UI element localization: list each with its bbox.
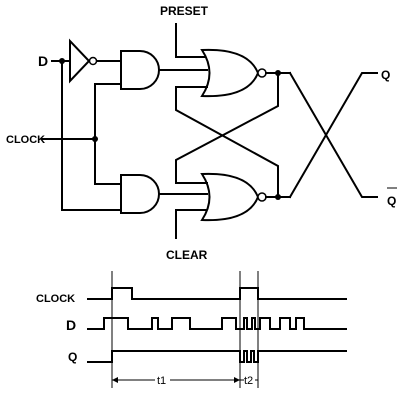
t1-arrowhead-right [234, 377, 240, 383]
wire-clock-to-and-top [94, 83, 122, 140]
timing-clock-label: CLOCK [36, 293, 75, 305]
circuit: PRESET CLEAR D CLOCK Q Q [6, 4, 397, 262]
clock-input-label: CLOCK [6, 134, 45, 146]
nor-bottom-bubble [257, 192, 267, 202]
nor-top-bubble [257, 68, 267, 78]
t1-label: t1 [157, 375, 166, 387]
timing-q-label: Q [68, 350, 77, 364]
q-output-label: Q [381, 68, 390, 82]
nor-gate-top [200, 48, 260, 98]
preset-label: PRESET [160, 4, 209, 18]
clear-label: CLEAR [166, 248, 208, 262]
wire-feedback-qbar-to-nor-top [175, 86, 279, 198]
t2-label: t2 [244, 375, 253, 387]
wire-q-bar-output [288, 72, 378, 199]
timing-d-label: D [66, 317, 76, 333]
d-input-label: D [38, 53, 48, 69]
and-gate-top [120, 50, 160, 90]
wire-clock-to-and-bottom [94, 138, 122, 185]
timing-diagram: CLOCK D Q t1 t2 [36, 271, 347, 388]
nor-gate-bottom [200, 172, 260, 222]
inverter-bubble [88, 56, 98, 66]
q-bar-output-label: Q [387, 194, 396, 208]
t1-arrowhead-left [112, 377, 118, 383]
wire-preset [175, 23, 208, 58]
q-waveform [87, 350, 347, 363]
wire-clear [175, 209, 208, 239]
d-waveform [87, 317, 347, 330]
wire-feedback-q-to-nor-bottom [175, 72, 279, 184]
clock-waveform [87, 287, 347, 300]
and-gate-bottom [120, 174, 160, 214]
wire-d-to-and-bottom [61, 60, 122, 211]
inverter-gate [69, 38, 91, 84]
wire-q-output [288, 71, 378, 198]
